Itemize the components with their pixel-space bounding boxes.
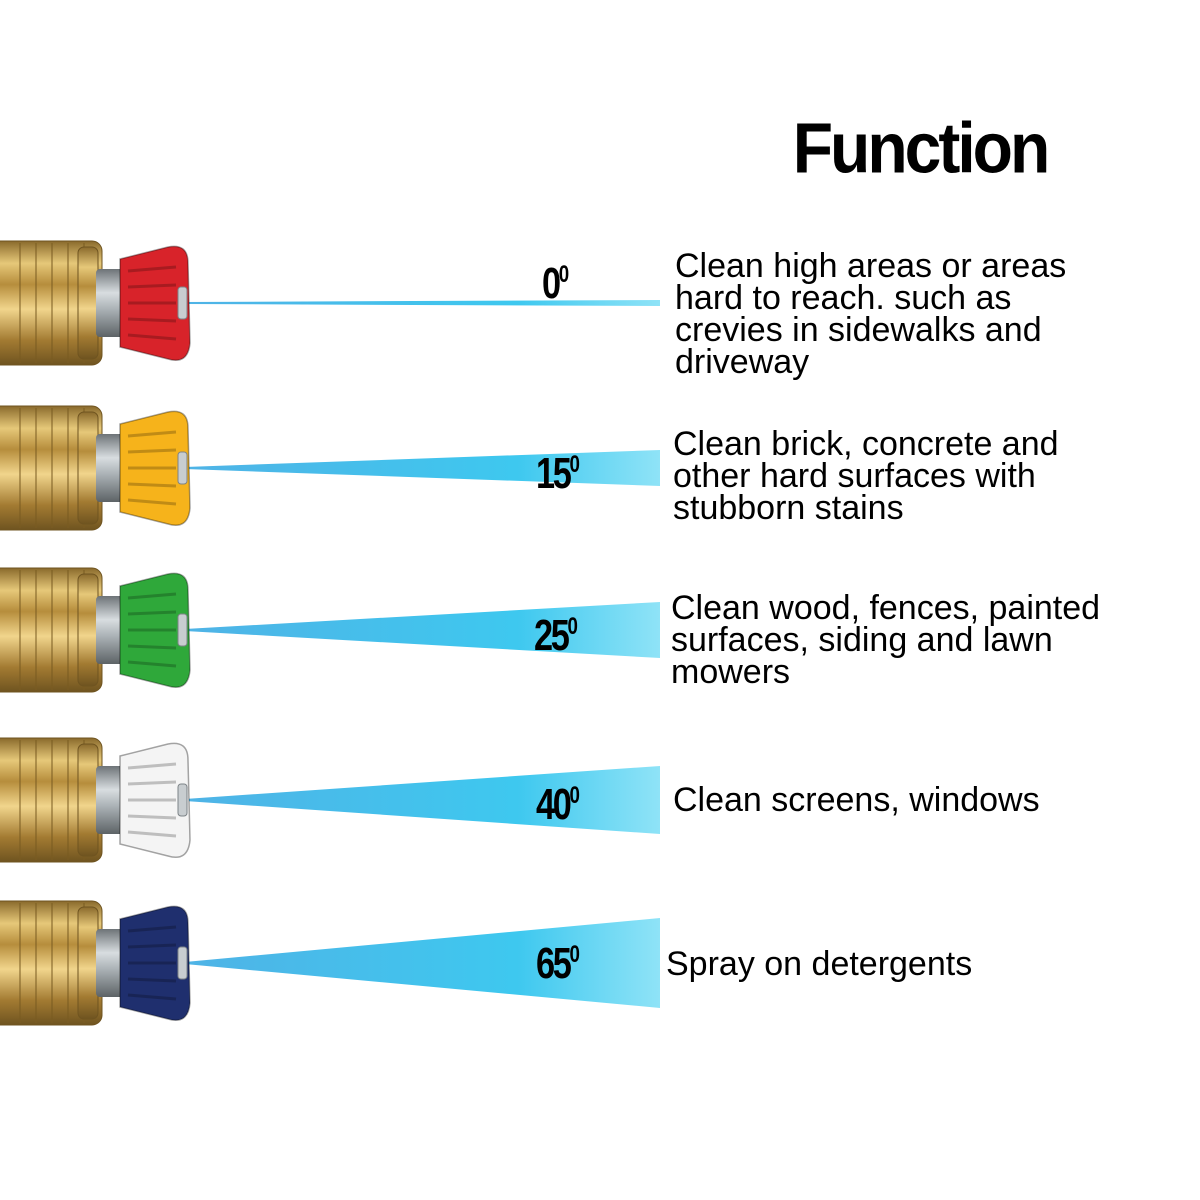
nozzle-rib	[127, 430, 177, 438]
description-line: crevies in sidewalks and	[675, 311, 1042, 349]
nozzle-white	[0, 737, 660, 863]
degree-mark: 0	[569, 782, 580, 809]
coupler-ring	[77, 573, 99, 687]
angle-label-yellow: 150	[536, 452, 580, 496]
nozzle-list	[0, 240, 660, 1026]
nozzle-blue	[0, 900, 660, 1026]
description-line: Clean screens, windows	[673, 781, 1040, 819]
spray-fan-blue	[185, 918, 660, 1008]
description-line: other hard surfaces with	[673, 457, 1036, 495]
nozzle-orifice	[177, 783, 188, 817]
nozzle-rib	[127, 482, 177, 488]
nozzle-rib	[127, 993, 177, 1001]
nozzle-tip-yellow	[119, 410, 191, 526]
nozzle-rib	[127, 592, 177, 600]
angle-value: 15	[536, 449, 572, 498]
angle-label-green: 250	[534, 614, 578, 658]
angle-label-red: 00	[542, 262, 569, 306]
spray-fan-green	[185, 602, 660, 658]
nozzle-rib	[127, 448, 177, 454]
nozzle-rib	[127, 660, 177, 668]
nozzle-green	[0, 567, 660, 693]
nozzle-rib	[127, 317, 177, 323]
nozzle-red	[0, 240, 660, 366]
coupler-ring	[77, 411, 99, 525]
nozzle-tip-green	[119, 572, 191, 688]
nozzle-orifice	[177, 613, 188, 647]
spray-fan-red	[185, 300, 660, 306]
spray-fan-yellow	[185, 450, 660, 486]
description-line: stubborn stains	[673, 489, 904, 527]
nozzle-tip-red	[119, 245, 191, 361]
degree-mark: 0	[569, 941, 580, 968]
coupler-ring	[77, 743, 99, 857]
nozzle-rib	[127, 943, 177, 949]
description-line: Clean brick, concrete and	[673, 425, 1059, 463]
description-line: surfaces, siding and lawn	[671, 621, 1053, 659]
description-blue: Spray on detergents	[666, 945, 973, 983]
nozzle-orifice	[177, 946, 188, 980]
nozzle-orifice	[177, 286, 188, 320]
description-line: mowers	[671, 653, 791, 691]
nozzle-rib	[127, 644, 177, 650]
coupler-ring	[77, 906, 99, 1020]
nozzle-rib	[127, 814, 177, 820]
angle-value: 40	[536, 780, 572, 829]
angle-value: 0	[542, 259, 561, 308]
nozzle-tip-white	[119, 742, 191, 858]
nozzle-rib	[127, 830, 177, 838]
nozzle-rib	[127, 977, 177, 983]
nozzle-rib	[127, 283, 177, 289]
nozzle-rib	[127, 610, 177, 616]
nozzle-orifice	[177, 451, 188, 485]
nozzle-rib	[127, 333, 177, 341]
angle-label-blue: 650	[536, 942, 580, 986]
coupler-ring	[77, 246, 99, 360]
nozzle-rib	[127, 780, 177, 786]
degree-mark: 0	[558, 261, 570, 288]
angle-value: 25	[534, 611, 570, 660]
degree-mark: 0	[569, 451, 580, 478]
degree-mark: 0	[567, 613, 578, 640]
page-title: Function	[792, 107, 1051, 188]
angle-value: 65	[536, 939, 572, 988]
description-line: driveway	[675, 343, 810, 381]
nozzle-rib	[127, 265, 177, 273]
spray-fan-white	[185, 766, 660, 834]
description-line: Clean wood, fences, painted	[671, 589, 1101, 627]
description-line: Spray on detergents	[666, 945, 973, 983]
nozzle-rib	[127, 762, 177, 770]
angle-label-white: 400	[536, 783, 580, 827]
nozzle-rib	[127, 925, 177, 933]
nozzle-rib	[127, 498, 177, 506]
description-white: Clean screens, windows	[673, 781, 1040, 819]
description-line: Clean high areas or areas	[675, 247, 1067, 285]
nozzle-yellow	[0, 405, 660, 531]
description-line: hard to reach. such as	[675, 279, 1012, 317]
nozzle-tip-blue	[119, 905, 191, 1021]
